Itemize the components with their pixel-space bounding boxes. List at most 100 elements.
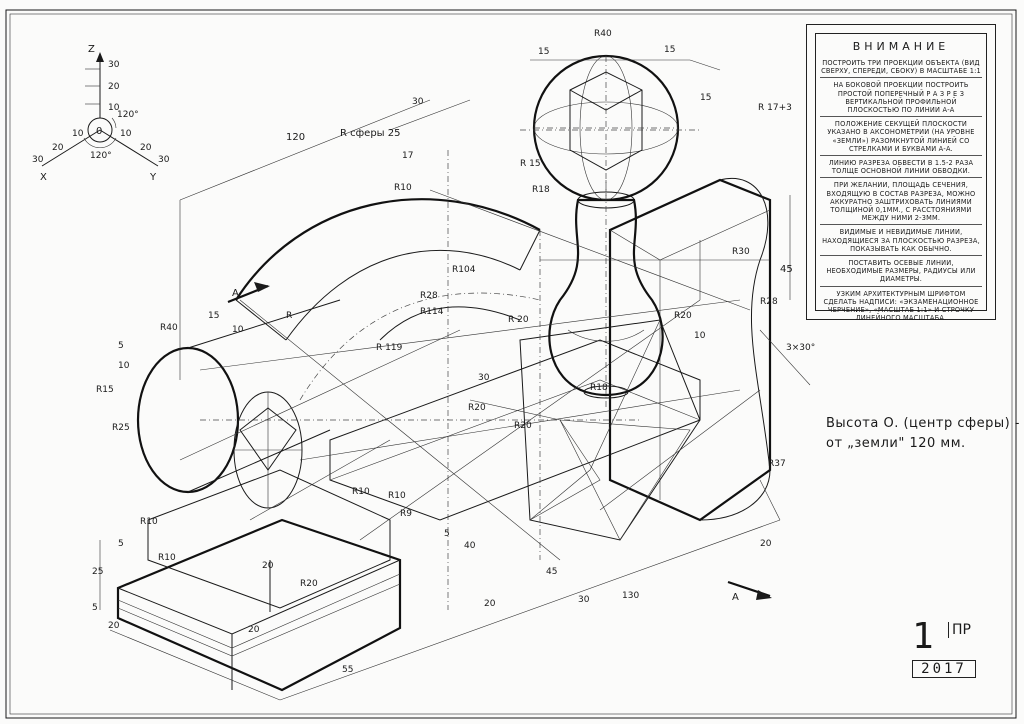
axis-angle-label-1: 120° — [117, 110, 139, 120]
dim-15c: 15 — [208, 311, 219, 321]
right-block — [608, 178, 772, 522]
dim-r-small: R — [286, 311, 292, 321]
section-letter-a-top: A — [232, 288, 239, 299]
stamp-number: 1 — [912, 616, 934, 657]
sheet-stamp: 1 ПР 2017 — [912, 616, 976, 682]
dim-45b: 45 — [546, 567, 557, 577]
dim-r10d: R10 — [140, 517, 158, 527]
section-line-a-a — [227, 282, 772, 600]
axis-x-label: X — [40, 172, 47, 183]
dim-45: 45 — [780, 264, 793, 275]
dim-130: 130 — [622, 591, 639, 601]
notice-item: ЛИНИЮ РАЗРЕЗА ОБВЕСТИ В 1.5-2 РАЗА ТОЛЩЕ… — [820, 159, 982, 179]
dim-r25: R25 — [112, 423, 130, 433]
notice-title: ВНИМАНИЕ — [852, 40, 950, 53]
dim-r20a: R 20 — [508, 315, 529, 325]
dim-15a: 15 — [538, 47, 549, 57]
axis-legend: Z 30 20 10 0 10 20 30 10 20 30 X Y 120° … — [32, 44, 170, 183]
dim-r15: R 15 — [520, 159, 541, 169]
axis-y-tick-10: 10 — [120, 129, 132, 139]
main-object — [99, 54, 811, 701]
dim-30: 30 — [412, 97, 424, 107]
dim-20b: 20 — [248, 625, 260, 635]
dim-5b: 5 — [444, 529, 450, 539]
dim-5d: 5 — [92, 603, 98, 613]
dim-25: 25 — [92, 567, 103, 577]
notice-inner: ВНИМАНИЕ ПОСТРОИТЬ ТРИ ПРОЕКЦИИ ОБЪЕКТА … — [815, 33, 987, 322]
height-note-line-1: Высота О. (центр сферы) - — [826, 416, 1020, 431]
axis-y-tick-30: 30 — [158, 155, 170, 165]
dim-r17: R 17+3 — [758, 103, 792, 113]
dim-17: 17 — [402, 151, 413, 161]
dim-sphere: R сферы 25 — [340, 128, 400, 139]
dim-20d: 20 — [484, 599, 496, 609]
axis-z-tick-20: 20 — [108, 82, 120, 92]
dim-r114: R114 — [420, 307, 444, 317]
dim-r9: R9 — [400, 509, 412, 519]
axis-angle-label-2: 120° — [90, 151, 112, 161]
dim-15v: 15 — [700, 93, 711, 103]
dim-r18b: R18 — [590, 383, 608, 393]
height-note: Высота О. (центр сферы) - от „земли" 120… — [826, 414, 1020, 454]
notice-item: УЗКИМ АРХИТЕКТУРНЫМ ШРИФТОМ СДЕЛАТЬ НАДП… — [823, 289, 979, 323]
dimension-texts: R40 15 15 R 17+3 15 120 30 R сферы 25 17… — [92, 29, 815, 675]
dimension-lines — [99, 59, 811, 701]
dim-10a: 10 — [232, 325, 244, 335]
dim-r20c: R20 — [468, 403, 486, 413]
notice-item: ПОЛОЖЕНИЕ СЕКУЩЕЙ ПЛОСКОСТИ УКАЗАНО В АК… — [820, 120, 982, 157]
dim-10b: 10 — [118, 361, 130, 371]
axis-z-tick-10: 10 — [108, 103, 120, 113]
axis-origin-label: 0 — [96, 126, 102, 137]
stamp-code: ПР — [948, 622, 971, 638]
dim-r20e: R20 — [300, 579, 318, 589]
dim-15b: 15 — [664, 45, 675, 55]
dim-30b: 30 — [578, 595, 590, 605]
dim-r28a: R28 — [760, 297, 778, 307]
axis-x-tick-10: 10 — [72, 129, 84, 139]
dim-30c: 30 — [478, 373, 490, 383]
dim-20c: 20 — [760, 539, 772, 549]
dim-r20b: R20 — [674, 311, 692, 321]
dim-r119: R 119 — [376, 343, 403, 353]
axis-x-tick-30: 30 — [32, 155, 44, 165]
dim-r20d: R20 — [514, 421, 532, 431]
dim-r18: R18 — [532, 185, 550, 195]
dim-5a: 5 — [118, 341, 124, 351]
notice-item: НА БОКОВОЙ ПРОЕКЦИИ ПОСТРОИТЬ ПРОСТОЙ ПО… — [820, 81, 982, 118]
axis-y-label: Y — [149, 172, 157, 183]
dim-20e: 20 — [262, 561, 274, 571]
sheet-frame — [5, 9, 1017, 719]
notice-item: ПОСТАВИТЬ ОСЕВЫЕ ЛИНИИ, НЕОБХОДИМЫЕ РАЗМ… — [820, 259, 982, 287]
dim-r30: R30 — [732, 247, 750, 257]
left-base-block — [116, 518, 402, 692]
dim-10c: 10 — [694, 331, 706, 341]
stamp-year: 2017 — [912, 660, 976, 678]
dim-r10b: R10 — [388, 491, 406, 501]
dim-r10e: R10 — [158, 553, 176, 563]
arch-outer — [235, 198, 541, 301]
baluster — [548, 198, 664, 397]
construction-lines — [179, 189, 770, 561]
height-note-line-2: от „земли" 120 мм. — [826, 436, 966, 451]
dim-r15-left: R15 — [96, 385, 114, 395]
notice-item: ПРИ ЖЕЛАНИИ, ПЛОЩАДЬ СЕЧЕНИЯ, ВХОДЯЩУЮ В… — [820, 181, 982, 226]
dim-r40-top: R40 — [594, 29, 612, 39]
axis-z-label: Z — [88, 44, 95, 55]
dim-r10c: R10 — [352, 487, 370, 497]
axis-y-tick-20: 20 — [140, 143, 152, 153]
sheet-inner-frame — [9, 13, 1013, 715]
dim-55: 55 — [342, 665, 353, 675]
axis-z-tick-30: 30 — [108, 60, 120, 70]
notice-item: ПОСТРОИТЬ ТРИ ПРОЕКЦИИ ОБЪЕКТА (ВИД СВЕР… — [820, 59, 982, 79]
dim-20a: 20 — [108, 621, 120, 631]
dim-r104: R104 — [452, 265, 476, 275]
dim-3x30: 3×30° — [786, 343, 815, 353]
notice-item: ВИДИМЫЕ И НЕВИДИМЫЕ ЛИНИИ, НАХОДЯЩИЕСЯ З… — [820, 228, 982, 257]
dim-r40-left: R40 — [160, 323, 178, 333]
notice-box: ВНИМАНИЕ ПОСТРОИТЬ ТРИ ПРОЕКЦИИ ОБЪЕКТА … — [806, 24, 996, 322]
dim-40: 40 — [464, 541, 476, 551]
dim-5c: 5 — [118, 539, 124, 549]
plinth-block — [147, 469, 391, 609]
